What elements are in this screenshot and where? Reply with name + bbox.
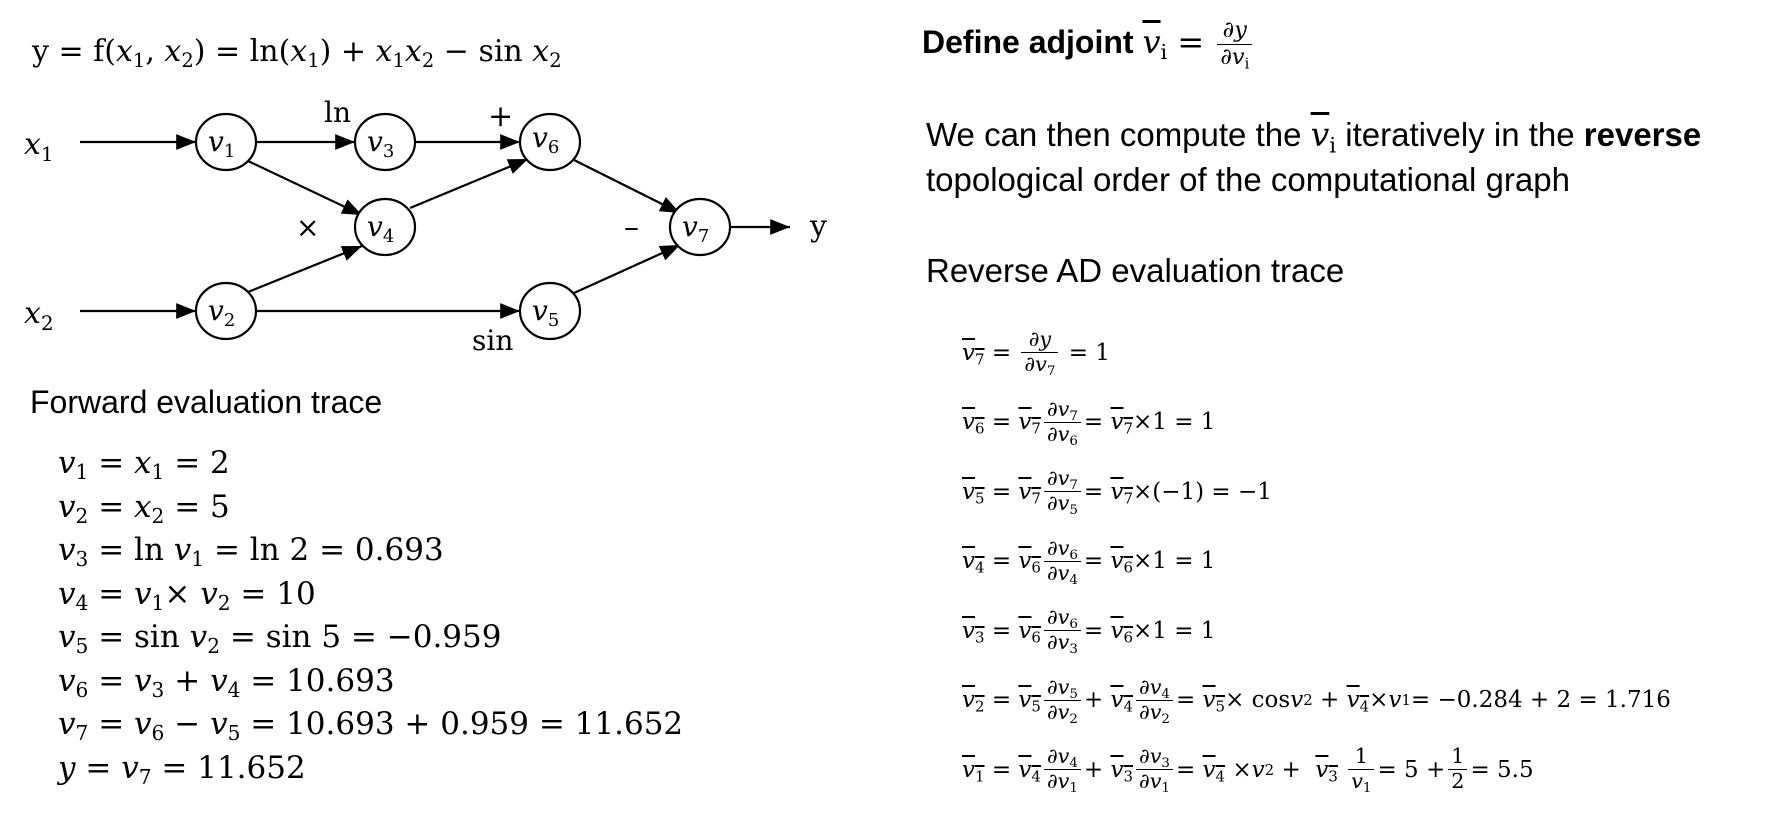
edge-v1-v4 [247, 160, 363, 216]
forward-line-y: y = v7 = 11.652 [58, 749, 306, 789]
op-sin-label: sin [472, 324, 513, 357]
node-v7-label: v7 [682, 210, 709, 247]
op-minus-label: – [624, 210, 639, 245]
edge-v5-v7 [573, 243, 681, 295]
reverse-line-v3: v3 = v6∂v6∂v3= v6×1 = 1 [962, 605, 1216, 658]
node-v1-label: v1 [208, 125, 235, 162]
forward-line-v4: v4 = v1× v2 = 10 [58, 575, 316, 615]
reverse-line-v7: v7 = ∂y∂v7 = 1 [962, 327, 1110, 380]
reverse-description: We can then compute the vi iteratively i… [926, 115, 1702, 198]
node-v3-label: v3 [367, 125, 394, 162]
forward-trace-title: Forward evaluation trace [30, 384, 383, 420]
adjoint-definition: Define adjoint vi = ∂y∂vi [922, 17, 1255, 71]
reverse-line-v6: v6 = v7∂v7∂v6= v7×1 = 1 [962, 396, 1216, 449]
node-v5-circle [518, 281, 582, 341]
node-v2-circle [194, 281, 258, 341]
node-v5-label: v5 [532, 294, 559, 331]
node-v6-label: v6 [532, 121, 559, 158]
op-ln-label: ln [324, 96, 351, 129]
forward-line-v7: v7 = v6 − v5 = 10.693 + 0.959 = 11.652 [58, 706, 684, 746]
forward-line-v1: v1 = x1 = 2 [58, 445, 230, 485]
op-plus-label: + [488, 99, 513, 134]
input-x2-label: x2 [24, 296, 54, 335]
node-v2-label: v2 [208, 294, 235, 331]
edge-v4-v6 [409, 157, 529, 210]
forward-trace: v1 = x1 = 2 v2 = x2 = 5 v3 = ln v1 = ln … [58, 442, 683, 790]
reverse-trace-title: Reverse AD evaluation trace [926, 252, 1345, 289]
node-v1-circle [194, 112, 258, 172]
reverse-line-v5: v5 = v7∂v7∂v5= v7×(−1) = −1 [962, 466, 1272, 519]
forward-line-v6: v6 = v3 + v4 = 10.693 [58, 662, 395, 702]
node-v3-circle [353, 112, 417, 172]
forward-line-v5: v5 = sin v2 = sin 5 = −0.959 [58, 619, 502, 659]
forward-line-v3: v3 = ln v1 = ln 2 = 0.693 [58, 532, 444, 572]
output-y-label: y [809, 209, 827, 244]
edge-v2-v4 [247, 244, 363, 294]
input-x1-label: x1 [24, 127, 54, 166]
edge-v6-v7 [573, 159, 681, 214]
computational-graph: v1 v2 v3 v4 v5 v6 v7 x1 x2 y ln + × – si… [24, 96, 827, 357]
op-times-label: × [296, 211, 319, 244]
forward-line-v2: v2 = x2 = 5 [58, 488, 230, 528]
node-v4-circle [353, 197, 417, 257]
node-v4-label: v4 [367, 210, 394, 247]
function-formula: y = f(x1, x2) = ln(x1) + x1x2 − sin x2 [32, 34, 562, 72]
reverse-line-v4: v4 = v6∂v6∂v4= v6×1 = 1 [962, 535, 1216, 588]
reverse-trace: v7 = ∂y∂v7 = 1 v6 = v7∂v7∂v6= v7×1 = 1 v… [962, 318, 1671, 805]
node-v7-circle [668, 197, 732, 257]
node-v6-circle [518, 112, 582, 172]
